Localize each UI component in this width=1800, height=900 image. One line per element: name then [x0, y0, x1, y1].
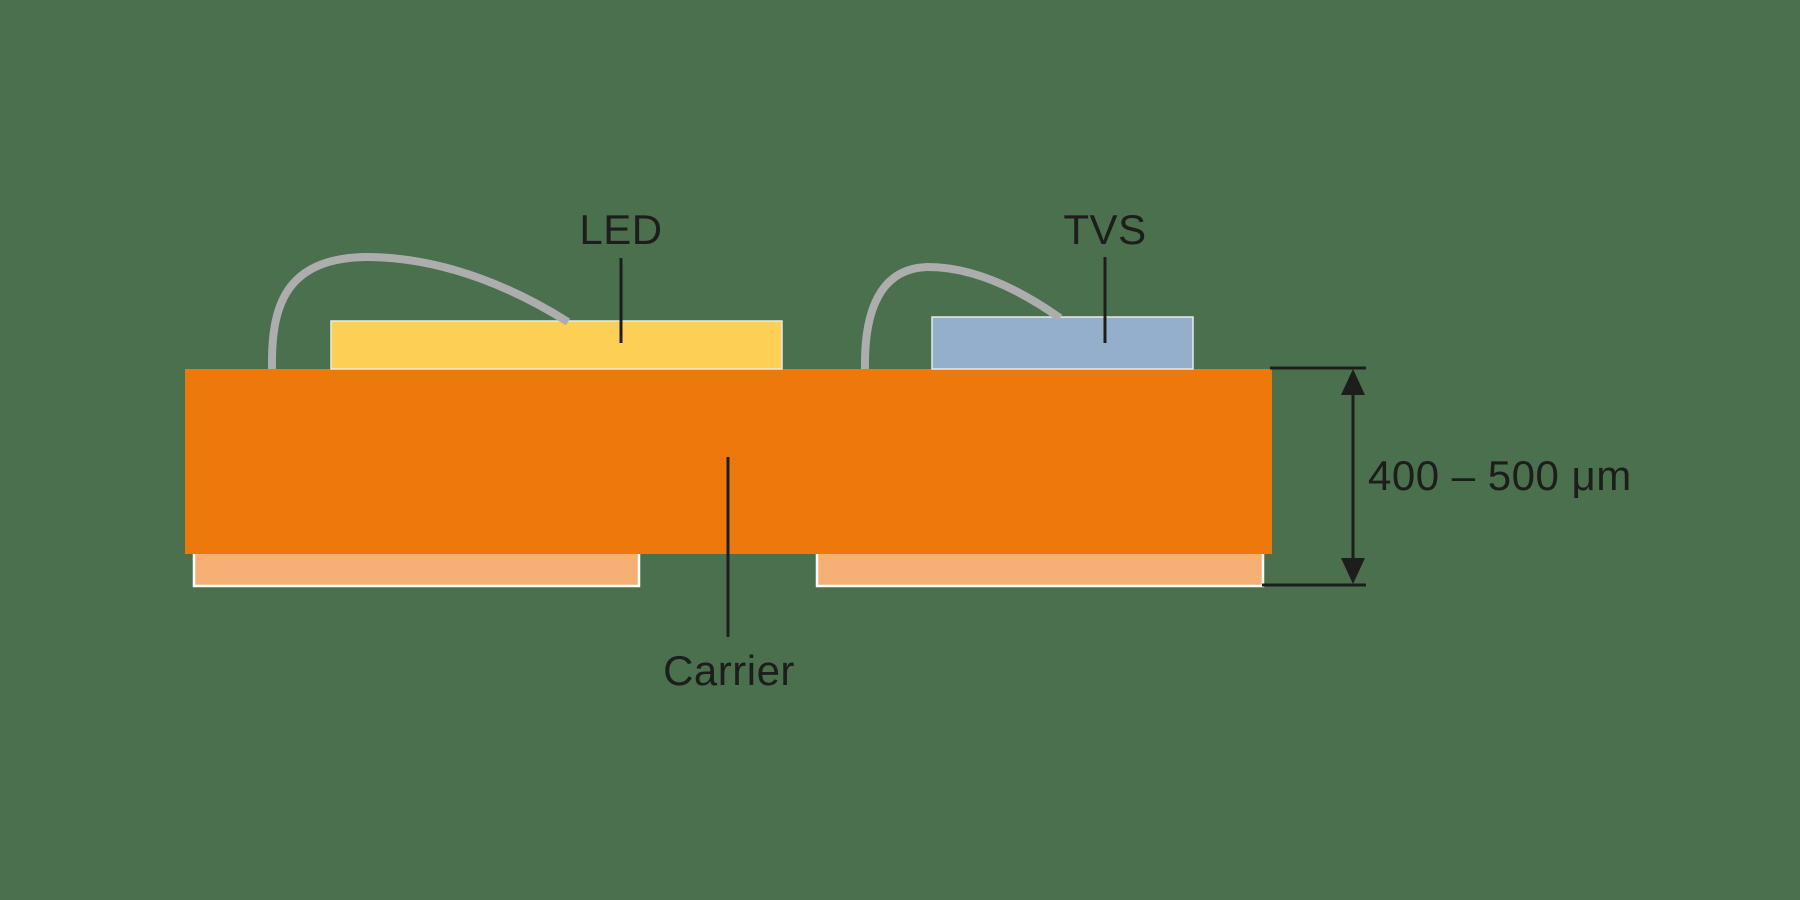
bond-wire-tvs: [860, 262, 1063, 370]
dimension-arrowhead-up: [1341, 369, 1365, 395]
dimension-label: 400 – 500 μm: [1368, 452, 1632, 499]
tvs-label: TVS: [1063, 206, 1146, 253]
solder-pad-right: [815, 548, 1265, 588]
bond-wire-led: [267, 252, 571, 370]
carrier-label: Carrier: [663, 647, 795, 694]
tvs-chip: [931, 316, 1194, 370]
led-label: LED: [579, 206, 662, 253]
solder-pad-left: [192, 548, 641, 588]
led-chip: [330, 320, 783, 370]
dimension-arrowhead-down: [1341, 558, 1365, 584]
